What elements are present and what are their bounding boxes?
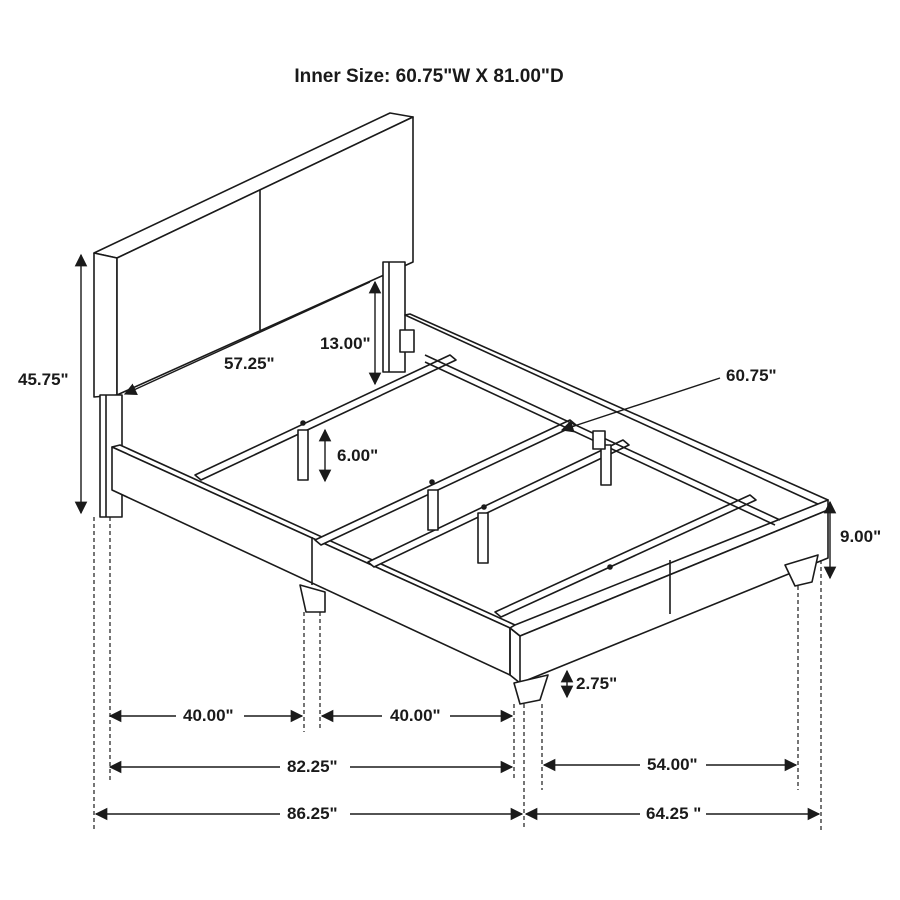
overall-length-label: 86.25" — [285, 804, 340, 824]
headboard-height-label: 45.75" — [16, 370, 71, 390]
brackets — [399, 329, 606, 450]
side-segment-1-label: 40.00" — [181, 706, 236, 726]
side-rail — [111, 313, 829, 676]
rail-length-label: 82.25" — [285, 757, 340, 777]
inner-size-title: Inner Size: 60.75"W X 81.00"D — [294, 66, 564, 87]
feet — [299, 554, 819, 705]
headboard — [93, 112, 414, 518]
headboard-width-label: 57.25" — [222, 354, 277, 374]
leg-span-width-label: 54.00" — [645, 755, 700, 775]
center-leg-height-label: 6.00" — [335, 446, 381, 466]
dimension-arrows — [74, 253, 837, 821]
headboard-clearance-label: 13.00" — [318, 334, 373, 354]
leg-height-label: 2.75" — [574, 674, 620, 694]
rail-height-label: 9.00" — [838, 527, 884, 547]
side-segment-2-label: 40.00" — [388, 706, 443, 726]
center-support-legs — [297, 429, 612, 564]
inner-width-label: 60.75" — [724, 366, 779, 386]
slats — [194, 354, 781, 618]
overall-width-label: 64.25 " — [644, 804, 704, 824]
foot-rail — [509, 499, 829, 684]
extension-lines — [93, 517, 822, 830]
